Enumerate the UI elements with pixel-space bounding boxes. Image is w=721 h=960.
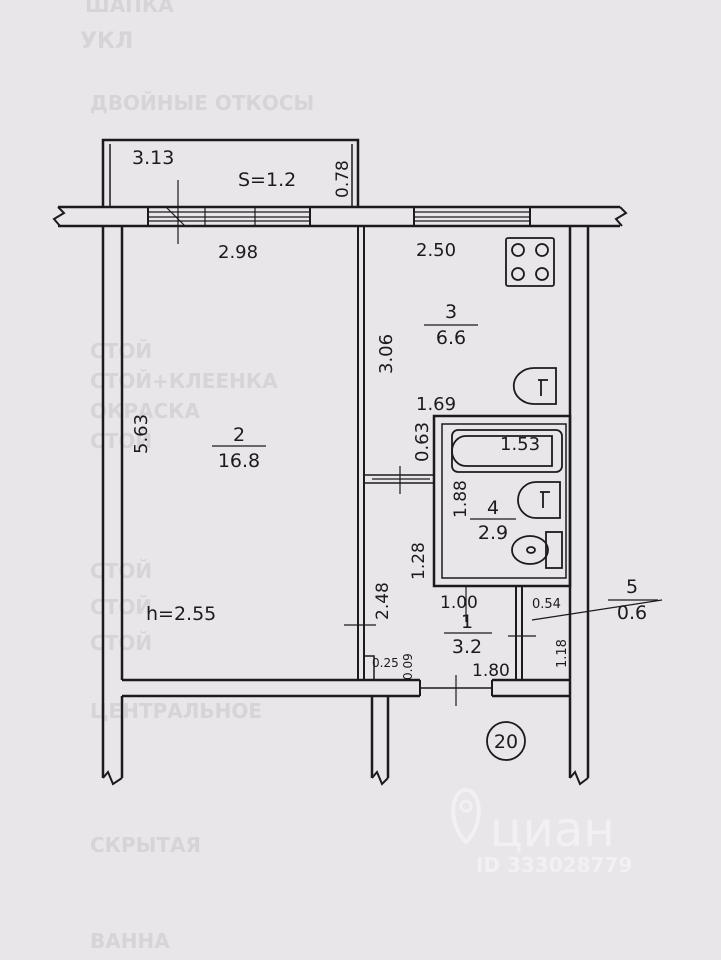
kitchen-width-label: 2.50 [416, 240, 456, 261]
niche-a-label: 0.25 [372, 656, 399, 670]
walls [52, 138, 628, 786]
bathroom-wall [432, 414, 572, 588]
ghost-line: ШАПКА [85, 0, 174, 17]
niche [363, 655, 375, 681]
ghost-line: СТОЙ+КЛЕЕНКА [90, 369, 278, 393]
toilet-icon [511, 531, 563, 569]
room-number: 3 [445, 301, 457, 323]
room2-length-label: 5.63 [131, 414, 152, 454]
niche-b-label: 0.09 [401, 653, 415, 680]
balcony-depth-label: 0.78 [333, 160, 353, 198]
ghost-line: ВАННА [90, 929, 170, 953]
labels: 3.13 S=1.2 0.78 2.98 2.50 5.63 3.06 2 16… [131, 147, 647, 681]
room-number: 1 [461, 611, 473, 633]
fixtures [451, 237, 563, 569]
apartment-number: 20 [494, 731, 518, 753]
balcony-area-label: S=1.2 [238, 169, 296, 191]
kitchen-length-label: 3.06 [376, 334, 397, 374]
hall-upper-label: 1.28 [409, 542, 429, 580]
location-pin-icon [451, 787, 481, 845]
apartment-number-badge: 20 [486, 721, 526, 761]
background-ghost-text: ШАПКА УКЛ ДВОЙНЫЕ ОТКОСЫ СТОЙ СТОЙ+КЛЕЕН… [80, 0, 314, 953]
room-area: 2.9 [478, 522, 508, 544]
ghost-line: ЦЕНТРАЛЬНОЕ [90, 699, 262, 723]
room-area: 6.6 [436, 327, 466, 349]
ceiling-height-label: h=2.55 [146, 603, 216, 625]
bath-offset-label: 0.63 [412, 422, 433, 462]
balcony-wall [101, 138, 360, 208]
stove-icon [505, 237, 555, 287]
bathtub-icon [451, 429, 563, 473]
closet-depth-label: 1.18 [555, 639, 570, 668]
room-area: 3.2 [452, 636, 482, 658]
ghost-line: ОКРАСКА [90, 399, 201, 423]
watermark-brand: циан [490, 802, 615, 858]
hall-depth-label: 2.48 [373, 582, 393, 620]
bath-length-label: 1.88 [451, 480, 471, 518]
hall-width-label: 1.00 [440, 593, 478, 613]
ghost-line: ДВОЙНЫЕ ОТКОСЫ [90, 91, 314, 115]
wall-break [569, 770, 589, 786]
washbasin-icon [517, 481, 561, 519]
wall-break [614, 206, 628, 227]
ghost-line: СКРЫТАЯ [90, 833, 201, 857]
wall-break [371, 770, 389, 786]
bathroom-wall [441, 423, 567, 579]
location-pin-dot [459, 799, 473, 813]
ghost-line: УКЛ [80, 29, 133, 54]
room2-width-label: 2.98 [218, 242, 258, 263]
room-number: 5 [626, 576, 638, 598]
sink-icon [512, 367, 557, 405]
closet-width-label: 0.54 [532, 597, 561, 612]
hall-length-label: 1.80 [472, 661, 510, 681]
balcony-length-label: 3.13 [132, 147, 174, 169]
wall-break [52, 206, 66, 227]
room-area: 16.8 [218, 450, 260, 472]
room5-leader [531, 599, 663, 621]
wall-break [102, 770, 123, 786]
tub-length-label: 1.53 [500, 434, 540, 455]
room-area: 0.6 [617, 602, 647, 624]
bath-width-label: 1.69 [416, 394, 456, 415]
watermark-id: ID 333028779 [476, 853, 632, 877]
dimension-ticks [164, 180, 663, 706]
room-number: 2 [233, 424, 245, 446]
room-number: 4 [487, 497, 499, 519]
dimension-tick [164, 205, 186, 227]
cian-watermark: циан ID 333028779 [451, 787, 632, 877]
windows [148, 207, 530, 226]
